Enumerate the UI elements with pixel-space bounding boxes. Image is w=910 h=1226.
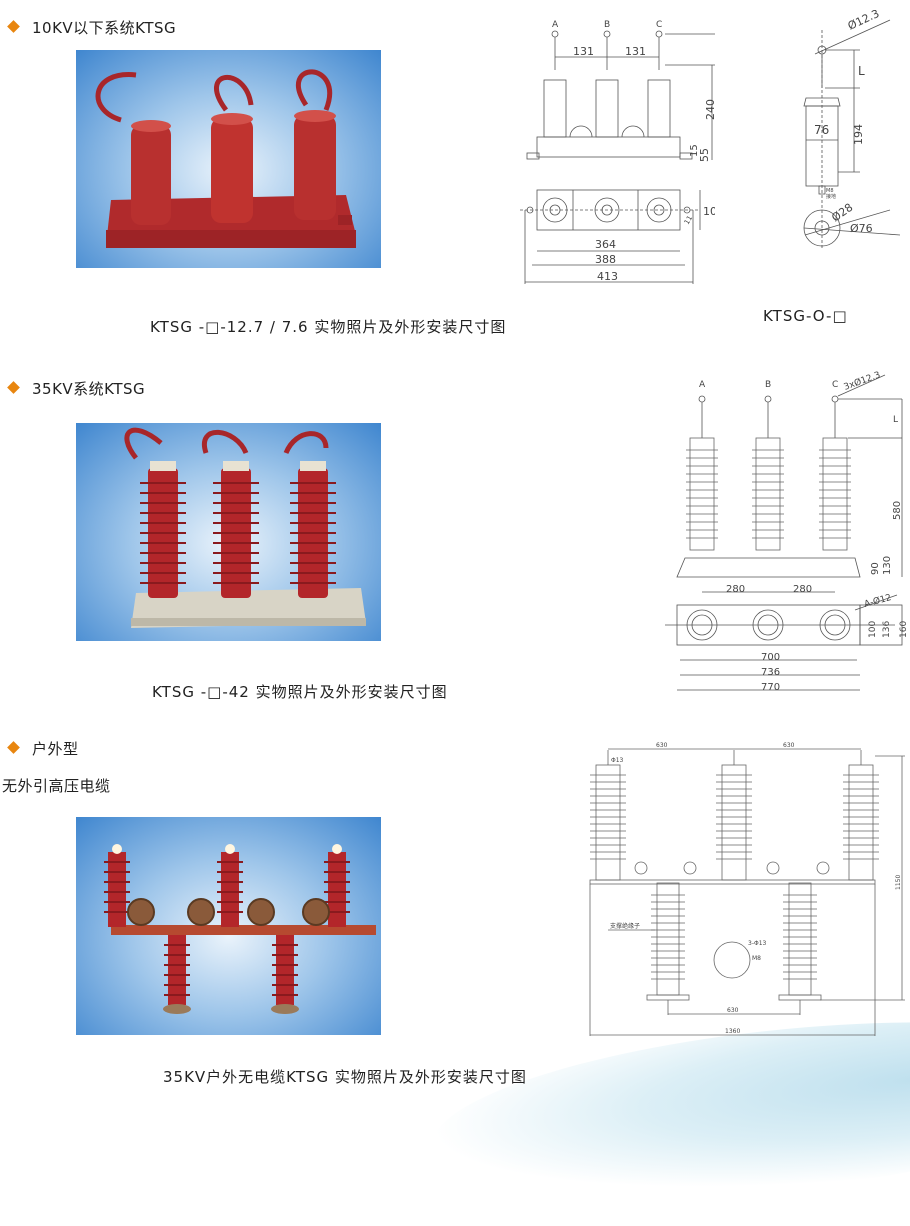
- svg-text:接地: 接地: [826, 193, 836, 200]
- svg-text:Ø28: Ø28: [829, 201, 855, 225]
- section-heading-outdoor: 户外型: [32, 740, 79, 758]
- dimension-drawing-35kv: A B C 3xØ12.3 L 580 90 130 280 280 A-Ø12…: [665, 370, 909, 693]
- svg-text:100: 100: [868, 621, 878, 638]
- bullet-diamond-icon: [7, 741, 20, 754]
- svg-text:194: 194: [852, 124, 865, 145]
- svg-text:55: 55: [698, 148, 711, 162]
- caption-outdoor: 35KV户外无电缆KTSG 实物照片及外形安装尺寸图: [163, 1068, 527, 1086]
- svg-text:580: 580: [892, 501, 903, 520]
- svg-text:A-Ø12: A-Ø12: [863, 592, 893, 610]
- svg-text:160: 160: [899, 621, 909, 638]
- svg-text:Ø76: Ø76: [850, 222, 873, 235]
- svg-text:15: 15: [689, 144, 700, 157]
- section-heading-10kv: 10KV以下系统KTSG: [32, 19, 177, 37]
- svg-text:130: 130: [882, 556, 893, 575]
- svg-text:B: B: [604, 20, 610, 30]
- svg-text:M8: M8: [752, 955, 761, 962]
- product-photo-10kv: [76, 50, 381, 268]
- svg-text:90: 90: [870, 562, 881, 575]
- svg-text:L: L: [858, 64, 865, 78]
- dimension-drawing-10kv: A B C 131 131 L 240 15 55 104 11 364 388…: [520, 20, 715, 284]
- dimension-drawing-outdoor: 630 630 Φ13 1150 支撑绝缘子 3-Φ13 M8 630 1360: [589, 742, 905, 1036]
- caption-side-10kv: KTSG-O-□: [763, 307, 848, 325]
- section-heading-35kv: 35KV系统KTSG: [32, 380, 146, 398]
- side-drawing-10kv: Ø12.3 L 76 194 M8 接地 Ø28 Ø76: [803, 10, 901, 250]
- svg-text:L: L: [893, 415, 898, 425]
- svg-text:104: 104: [703, 205, 715, 218]
- svg-text:736: 736: [761, 667, 780, 678]
- product-photo-35kv: [76, 423, 381, 641]
- svg-text:A: A: [552, 20, 559, 30]
- svg-text:770: 770: [761, 682, 780, 693]
- svg-text:413: 413: [597, 270, 618, 283]
- svg-text:1360: 1360: [725, 1028, 740, 1035]
- svg-text:240: 240: [704, 99, 715, 120]
- svg-text:3xØ12.3: 3xØ12.3: [842, 370, 882, 393]
- svg-text:3-Φ13: 3-Φ13: [748, 940, 767, 947]
- svg-text:C: C: [656, 20, 662, 30]
- svg-text:C: C: [832, 380, 838, 390]
- svg-text:Ø12.3: Ø12.3: [846, 10, 882, 33]
- svg-text:630: 630: [727, 1007, 739, 1014]
- svg-text:11: 11: [683, 214, 694, 226]
- svg-text:364: 364: [595, 238, 616, 251]
- svg-text:700: 700: [761, 652, 780, 663]
- svg-text:630: 630: [783, 742, 795, 749]
- svg-text:76: 76: [814, 123, 829, 137]
- svg-text:支撑绝缘子: 支撑绝缘子: [610, 922, 640, 930]
- svg-text:Φ13: Φ13: [611, 757, 624, 764]
- svg-text:131: 131: [625, 45, 646, 58]
- section-subheading-outdoor: 无外引高压电缆: [2, 777, 111, 795]
- product-photo-outdoor: [76, 817, 381, 1035]
- caption-10kv: KTSG -□-12.7 / 7.6 实物照片及外形安装尺寸图: [150, 318, 507, 336]
- svg-text:630: 630: [656, 742, 668, 749]
- svg-text:388: 388: [595, 253, 616, 266]
- bullet-diamond-icon: [7, 20, 20, 33]
- bullet-diamond-icon: [7, 381, 20, 394]
- svg-text:M8: M8: [826, 188, 834, 194]
- svg-text:280: 280: [726, 584, 745, 595]
- svg-text:280: 280: [793, 584, 812, 595]
- svg-text:131: 131: [573, 45, 594, 58]
- phase-terminals: [520, 30, 715, 284]
- svg-text:A: A: [699, 380, 706, 390]
- svg-text:136: 136: [882, 621, 892, 638]
- caption-35kv: KTSG -□-42 实物照片及外形安装尺寸图: [152, 683, 448, 701]
- svg-text:B: B: [765, 380, 771, 390]
- svg-text:1150: 1150: [895, 875, 902, 890]
